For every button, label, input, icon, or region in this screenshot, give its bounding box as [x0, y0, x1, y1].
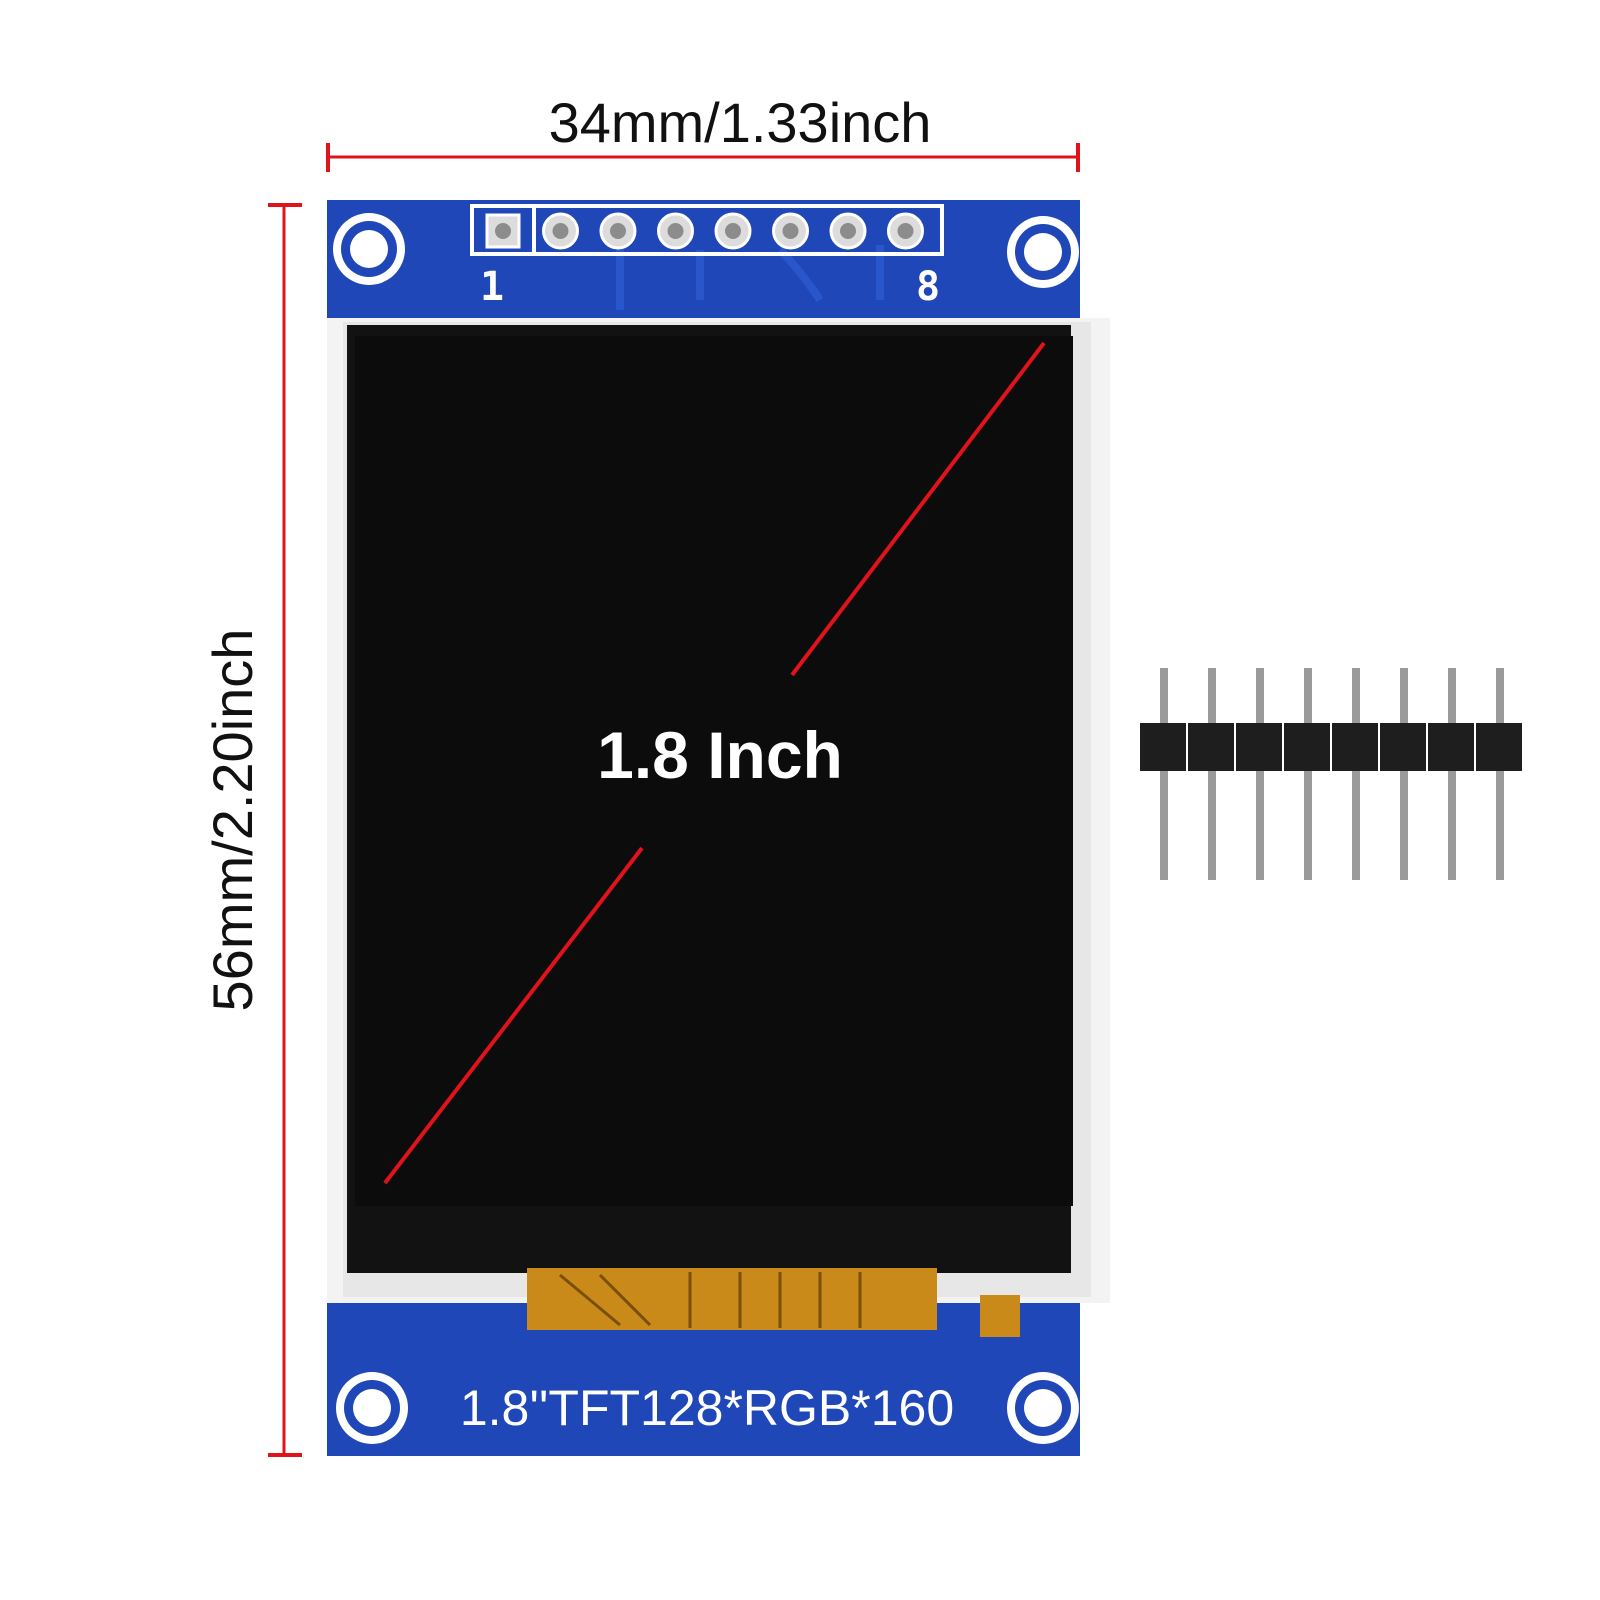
header-pin-2	[1208, 668, 1216, 880]
pcb-pad-1	[485, 213, 521, 249]
pcb-trace	[616, 245, 884, 310]
header-pin-3	[1256, 668, 1264, 880]
header-body-segment	[1428, 723, 1474, 771]
header-body-segment	[1188, 723, 1234, 771]
flex-cable	[527, 1268, 1020, 1337]
pin-header-outline	[532, 204, 944, 256]
header-body-segment	[1380, 723, 1426, 771]
width-dimension: 34mm/1.33inch	[326, 91, 1080, 172]
header-body-segment	[1140, 723, 1186, 771]
header-body-segment	[1476, 723, 1522, 771]
display-screen	[355, 336, 1073, 1206]
pcb-pad-hole	[782, 223, 799, 239]
pcb-pad-hole	[667, 223, 684, 239]
pcb-pad-hole	[897, 223, 914, 239]
pcb-pad-hole	[725, 223, 741, 239]
pin-last-label: 8	[916, 264, 940, 310]
pcb-pad-hole	[495, 223, 511, 239]
pcb-pad-hole	[610, 223, 626, 239]
diagonal-label: 1.8 Inch	[597, 718, 843, 792]
pcb-pad-hole	[552, 223, 569, 239]
silkscreen-label: 1.8''TFT128*RGB*160	[460, 1380, 954, 1436]
height-dimension-label: 56mm/2.20inch	[201, 629, 264, 1012]
mounting-hole-top-right	[1007, 216, 1079, 288]
header-body-segment	[1284, 723, 1330, 771]
diagonal-line-lower	[383, 846, 644, 1185]
pcb-pin-header: 1 8	[470, 204, 944, 310]
header-pin-6	[1400, 668, 1408, 880]
header-pin-4	[1304, 668, 1312, 880]
mounting-hole-bottom-left	[336, 1372, 408, 1444]
mounting-hole-top-left	[333, 213, 405, 285]
tft-module: 1 8 1.8 Inch 1.8''TFT128*RGB*160	[327, 200, 1110, 1456]
header-pin-7	[1448, 668, 1456, 880]
width-dimension-label: 34mm/1.33inch	[549, 91, 932, 154]
header-pin-8	[1496, 668, 1504, 880]
pin-first-label: 1	[480, 264, 504, 310]
mounting-hole-bottom-right	[1007, 1372, 1079, 1444]
pcb-pad-hole	[840, 223, 856, 239]
header-pin-5	[1352, 668, 1360, 880]
header-pin-1	[1160, 668, 1168, 880]
height-dimension: 56mm/2.20inch	[201, 203, 302, 1457]
pin-header-accessory	[1140, 668, 1522, 880]
header-body-segment	[1236, 723, 1282, 771]
header-body-segment	[1332, 723, 1378, 771]
diagonal-line-upper	[790, 341, 1046, 677]
